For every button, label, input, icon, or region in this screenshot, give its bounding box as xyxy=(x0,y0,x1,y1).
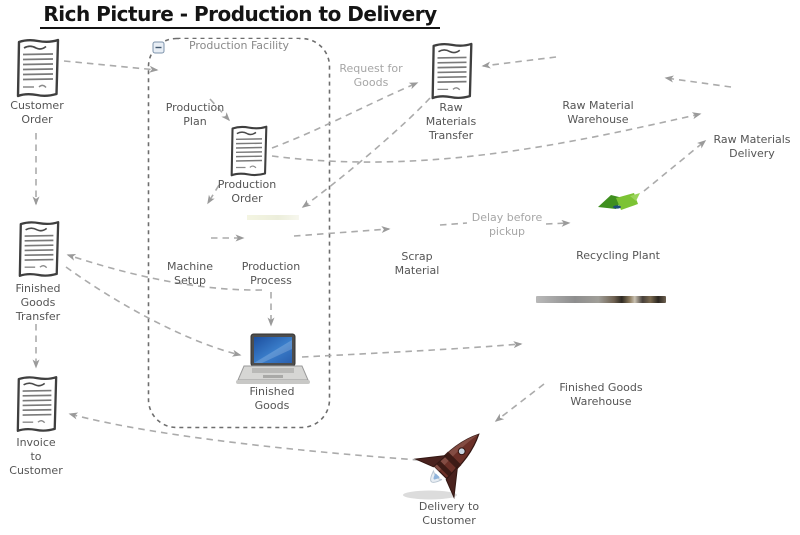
label-request-for-goods: Request for Goods xyxy=(339,62,403,90)
conveyor-strip xyxy=(247,215,299,220)
connector-order-down-left xyxy=(207,184,220,205)
label-recycling-plant: Recycling Plant xyxy=(576,249,660,262)
connector-delay-to-recycling xyxy=(545,219,571,227)
label-machine-setup: Machine Setup xyxy=(166,260,214,288)
connector-recycling-to-rm-delivery xyxy=(643,140,707,192)
document-icon[interactable] xyxy=(18,220,60,278)
label-finished-goods: Finished Goods xyxy=(249,385,295,413)
connectors xyxy=(32,56,732,461)
connector-rm-delivery-up-left xyxy=(664,75,732,88)
connector-delivery-to-invoice xyxy=(68,412,420,461)
rocket-icon[interactable] xyxy=(403,415,498,501)
label-scrap-material: Scrap Material xyxy=(394,250,440,278)
document-icon[interactable] xyxy=(431,42,473,100)
connector-customer-order-to-facility xyxy=(63,60,159,73)
connector-line-to-scrap xyxy=(293,226,391,237)
connector-finished-goods-to-warehouse xyxy=(301,341,523,358)
laptop-icon[interactable] xyxy=(236,333,310,384)
connector-fg-transfer-to-finished-goods xyxy=(65,266,242,357)
document-icon[interactable] xyxy=(230,125,268,177)
connector-scrap-delay-left xyxy=(439,222,468,226)
label-delay-before-pickup: Delay before pickup xyxy=(471,211,543,239)
label-invoice-to-customer: Invoice to Customer xyxy=(9,436,63,478)
label-production-facility: Production Facility xyxy=(179,39,299,54)
document-icon[interactable] xyxy=(16,38,60,98)
label-customer-order: Customer Order xyxy=(10,99,64,127)
connector-process-to-fg-transfer xyxy=(66,254,263,291)
label-finished-goods-warehouse: Finished Goods Warehouse xyxy=(559,381,643,409)
connector-rm-transfer-to-process xyxy=(301,97,431,208)
warehouse-photo-strip xyxy=(536,296,666,303)
connector-warehouse-to-delivery xyxy=(494,383,545,422)
label-raw-materials-delivery: Raw Materials Delivery xyxy=(713,133,791,161)
label-finished-goods-transfer: Finished Goods Transfer xyxy=(15,282,61,324)
production-facility-container[interactable] xyxy=(147,37,331,429)
connector-plan-to-order xyxy=(209,98,231,122)
label-production-order: Production Order xyxy=(217,178,277,206)
label-production-process: Production Process xyxy=(241,260,301,288)
recycle-icon[interactable] xyxy=(598,193,640,210)
connector-warehouse-to-rm-transfer xyxy=(481,56,557,69)
collapse-icon[interactable] xyxy=(152,41,165,54)
connector-order-to-rm-delivery xyxy=(271,112,702,163)
label-raw-material-warehouse: Raw Material Warehouse xyxy=(562,99,634,127)
connector-order-to-rm-transfer xyxy=(271,82,419,149)
label-raw-materials-transfer: Raw Materials Transfer xyxy=(425,101,477,143)
document-icon[interactable] xyxy=(16,375,58,433)
label-production-plan: Production Plan xyxy=(165,101,225,129)
page-title: Rich Picture - Production to Delivery xyxy=(40,2,440,29)
label-delivery-to-customer: Delivery to Customer xyxy=(418,500,480,528)
